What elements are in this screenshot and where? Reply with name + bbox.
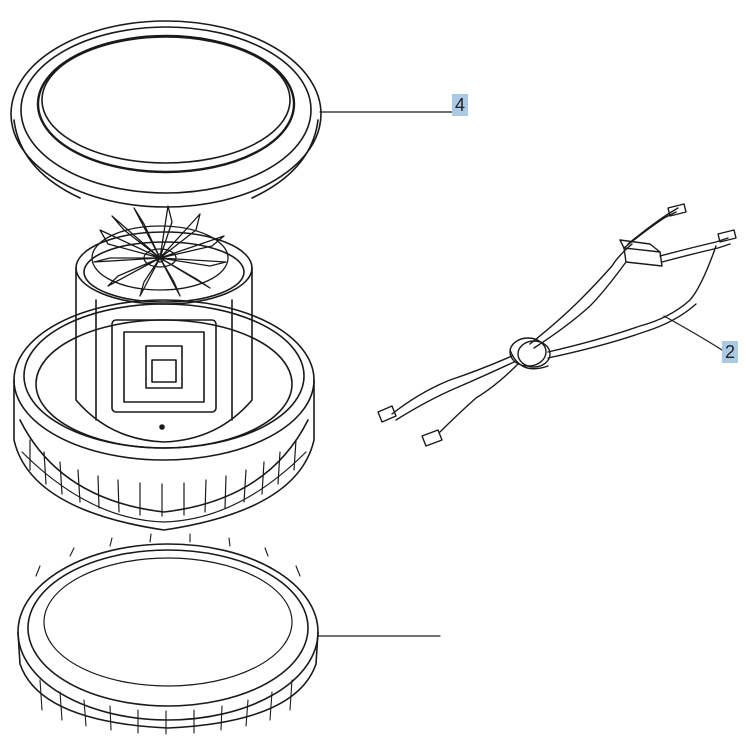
vacuum-motor bbox=[13, 205, 315, 531]
wiring-harness bbox=[377, 203, 737, 447]
top-gasket-ring bbox=[10, 20, 322, 208]
callout-4-label: 4 bbox=[452, 94, 469, 116]
bottom-filter-ring bbox=[17, 533, 319, 735]
motor-fin-band bbox=[21, 439, 307, 523]
callout-2-label: 2 bbox=[722, 341, 739, 363]
leader-line-2 bbox=[663, 315, 723, 351]
fan-impeller bbox=[91, 205, 229, 297]
